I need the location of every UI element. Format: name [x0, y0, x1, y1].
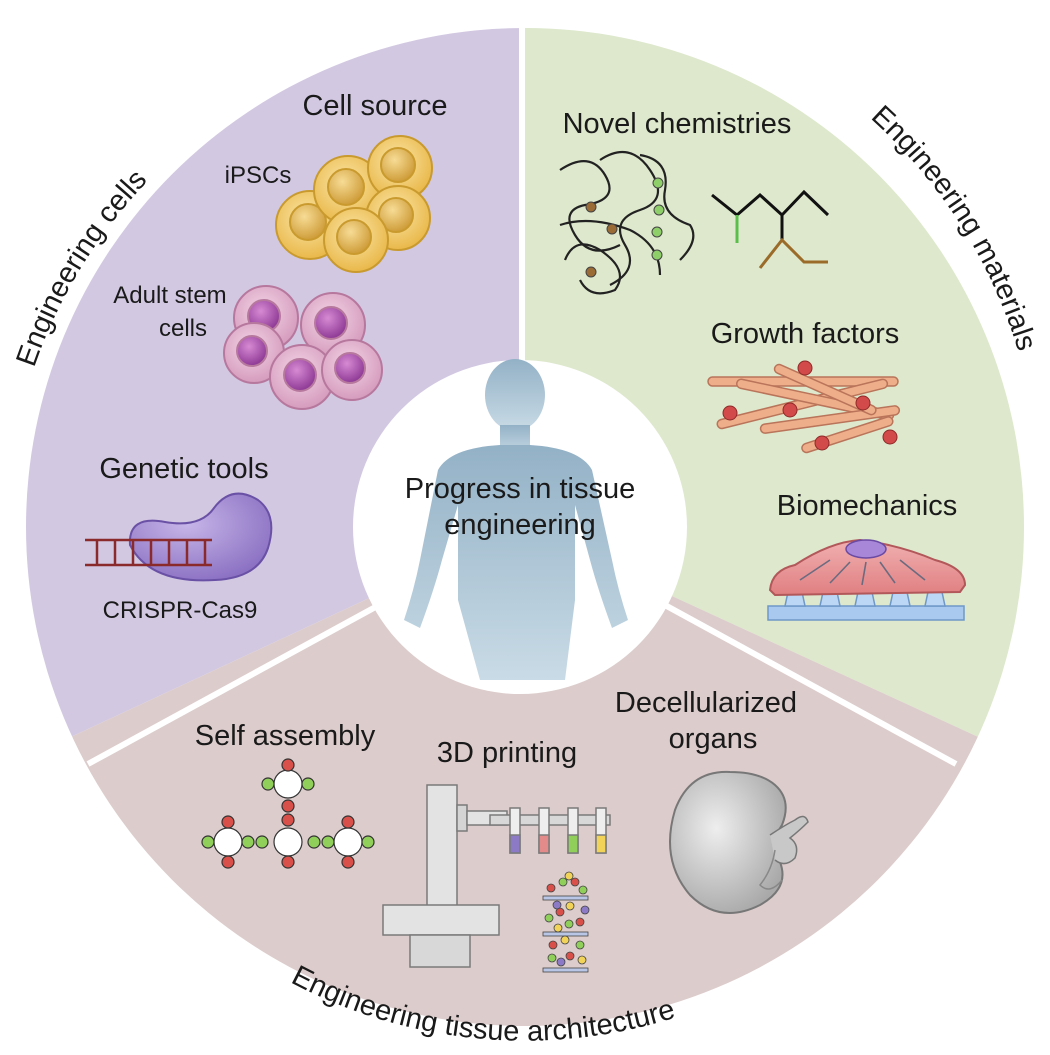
label-decellularized-line2: organs [669, 723, 758, 755]
growth-factor-dots [722, 360, 898, 451]
polymer-crosslinks [585, 177, 665, 278]
label-growth-factors: Growth factors [711, 318, 900, 350]
label-crispr: CRISPR-Cas9 [103, 597, 258, 624]
label-novel-chemistries: Novel chemistries [563, 108, 792, 140]
printed-tissue-icon [542, 871, 590, 973]
label-3d-printing: 3D printing [437, 737, 577, 769]
ipsc-cells-icon [275, 135, 433, 273]
cell-on-substrate-icon [767, 538, 967, 621]
molecular-lattice-icon [201, 758, 375, 869]
label-ipscs: iPSCs [225, 162, 292, 189]
label-biomechanics: Biomechanics [777, 490, 958, 522]
center-title-line1: Progress in tissue [405, 473, 636, 505]
adult-stem-cells-icon [223, 285, 383, 410]
kidney-icon [669, 770, 809, 914]
chemical-structure-icon [711, 189, 830, 269]
label-cell-source: Cell source [302, 90, 447, 122]
label-adult-stem-line2: cells [159, 315, 207, 342]
human-silhouette-icon [404, 359, 628, 680]
label-adult-stem-line1: Adult stem [113, 282, 226, 309]
polymer-network-icon [559, 150, 695, 295]
center-title-line2: engineering [444, 509, 596, 541]
growth-factor-fibers-icon [707, 363, 901, 454]
sector-engineering-architecture [26, 527, 1024, 1026]
label-genetic-tools: Genetic tools [99, 453, 268, 485]
label-decellularized-line1: Decellularized [615, 687, 797, 719]
bioprinter-icon [382, 784, 611, 968]
label-self-assembly: Self assembly [195, 720, 376, 752]
crispr-cas9-icon [85, 492, 273, 582]
